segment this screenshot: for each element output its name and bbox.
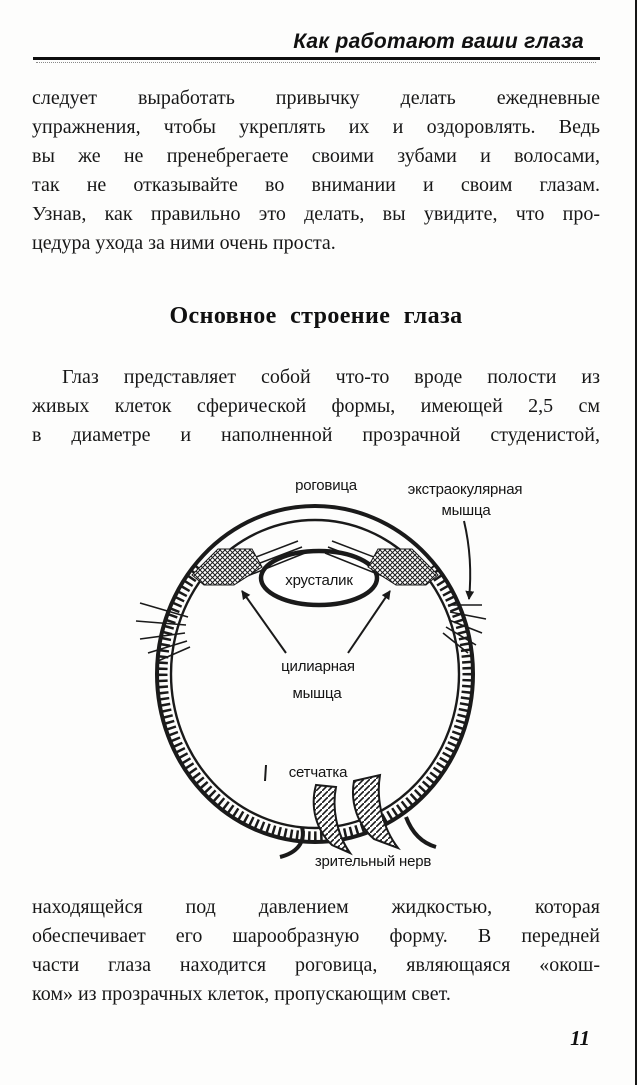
paragraph-line: в диаметре и наполненной прозрачной студ…: [32, 424, 600, 446]
eye-diagram: роговица экстраокулярная мышца хрусталик…: [135, 477, 523, 870]
label-extraocular-muscle: экстраокулярная: [408, 481, 523, 498]
page-number: 11: [570, 1026, 590, 1050]
header-rule: [33, 57, 600, 60]
running-header-title: Как работают ваши глаза: [293, 30, 584, 53]
paragraph-line: живых клеток сферической формы, имеющей …: [32, 395, 600, 417]
label-ciliary-muscle: цилиарная: [281, 658, 355, 675]
section-heading: Основное строение глаза: [169, 303, 463, 329]
paragraph-line: части глаза находится роговица, являющая…: [32, 954, 600, 976]
paragraph-line: упражнения, чтобы укреплять их и оздоров…: [32, 116, 600, 138]
lens-shape: [258, 548, 380, 608]
paragraph-line: Узнав, как правильно это делать, вы увид…: [32, 203, 600, 225]
paragraph-line: вы же не пренебрегаете своими зубами и в…: [32, 145, 600, 167]
retina-leader-tick: [264, 764, 267, 782]
ciliary-muscle-right: [367, 548, 439, 586]
extraocular-fan-left: [135, 602, 191, 662]
retina-texture: [158, 565, 472, 841]
label-ciliary-muscle: мышца: [292, 685, 342, 702]
ciliary-arrow-right: [347, 590, 391, 654]
optic-nerve-shape: [279, 773, 437, 859]
ciliary-muscle-left: [191, 548, 263, 586]
paragraph-line: цедура ухода за ними очень проста.: [32, 232, 336, 254]
paragraph-3: находящейся под давлением жидкостью, кот…: [32, 893, 600, 1009]
paragraph-line: так не отказывайте во внимании и своим г…: [32, 174, 600, 196]
label-cornea: роговица: [295, 477, 358, 494]
paragraph-line: ком» из прозрачных клеток, пропускающим …: [32, 983, 451, 1005]
label-extraocular-muscle: мышца: [441, 502, 491, 519]
paragraph-line: находящейся под давлением жидкостью, кот…: [32, 896, 600, 918]
extraocular-arrow: [463, 520, 475, 600]
scan-edge-line: [635, 0, 637, 1085]
paragraph-1: следует выработать привычку делать ежедн…: [32, 84, 600, 258]
eyeball-outline: [155, 504, 475, 844]
header-rule-thin: [36, 62, 596, 63]
ciliary-arrow-left: [241, 590, 287, 654]
paragraph-2: Глаз представляет собой что-то вроде пол…: [32, 363, 600, 450]
label-retina: сетчатка: [289, 764, 348, 781]
paragraph-line: Глаз представляет собой что-то вроде пол…: [62, 366, 600, 388]
extraocular-fan-right: [442, 604, 487, 654]
label-optic-nerve: зрительный нерв: [315, 853, 431, 870]
paragraph-line: обеспечивает его шарообразную форму. В п…: [32, 925, 600, 947]
paragraph-line: следует выработать привычку делать ежедн…: [32, 87, 600, 109]
label-lens: хрусталик: [285, 572, 353, 589]
